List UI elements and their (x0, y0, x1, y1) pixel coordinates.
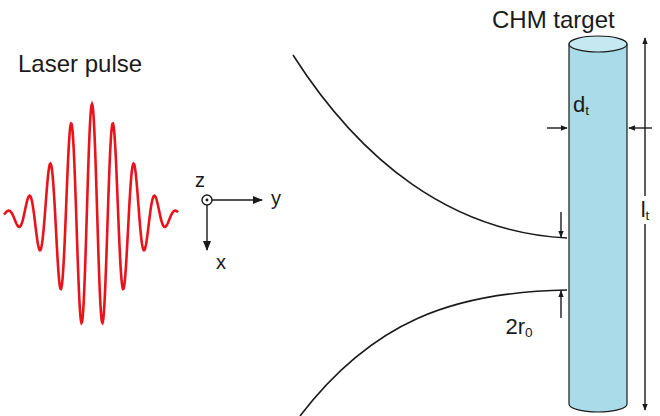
diameter-arrows (547, 128, 652, 129)
beam-envelope (300, 290, 567, 416)
pulse-label: Laser pulse (18, 52, 142, 76)
laser-pulse-wave (4, 104, 178, 323)
beam-envelope (293, 55, 567, 238)
dimension-label: lt (640, 196, 651, 224)
dimension-label: 2r0 (505, 316, 532, 338)
dimension-label: dt (573, 94, 589, 116)
length-arrow (644, 38, 645, 410)
target-cylinder (569, 36, 627, 412)
waist-arrows (561, 212, 562, 318)
laser-pulse-wave (4, 104, 178, 323)
axis-label: y (271, 188, 281, 208)
axis-label: x (216, 252, 226, 272)
target-label: CHM target (492, 8, 615, 32)
axis-label: z (195, 170, 205, 190)
coordinate-axes (202, 195, 262, 250)
